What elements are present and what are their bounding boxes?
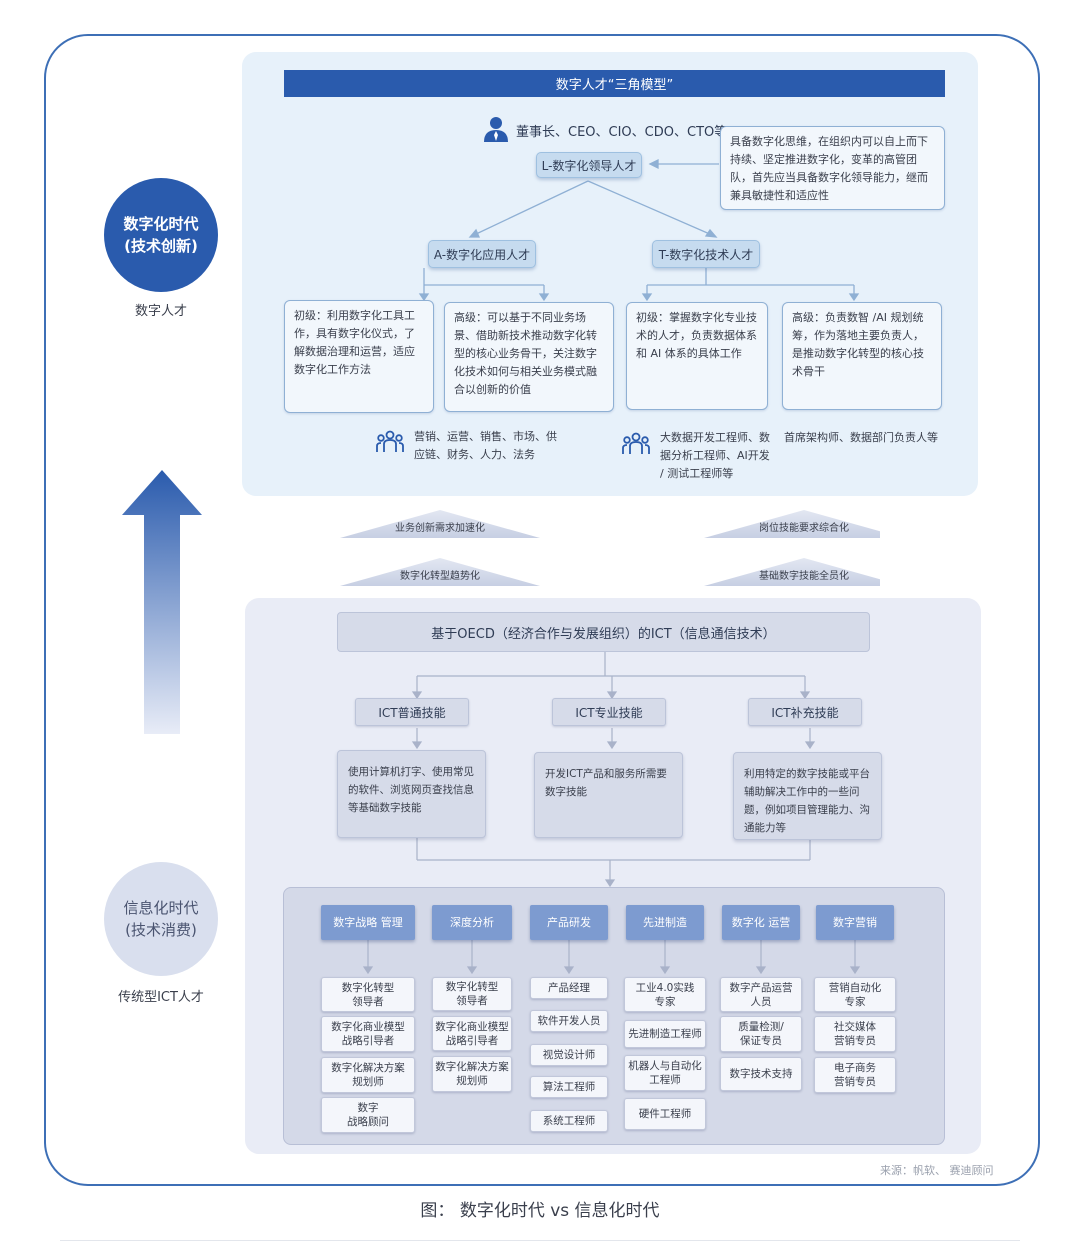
app-role-box: A-数字化应用人才: [428, 240, 536, 268]
executives-text: 董事长、CEO、CIO、CDO、CTO等: [516, 125, 728, 140]
job-box: 视觉设计师: [530, 1044, 608, 1066]
era-digital-line2: (技术创新): [124, 237, 198, 255]
era-info-circle: 信息化时代 (技术消费): [104, 862, 218, 976]
job-box: 数字化商业模型 战略引导者: [432, 1016, 512, 1051]
ict-general-desc: 使用计算机打字、使用常见的软件、浏览网页查找信息等基础数字技能: [337, 750, 486, 838]
job-box: 工业4.0实践 专家: [624, 977, 706, 1012]
job-box: 先进制造工程师: [624, 1020, 706, 1048]
job-box: 机器人与自动化 工程师: [624, 1055, 706, 1091]
ict-supplementary-head: ICT补充技能: [748, 698, 862, 726]
category-head: 深度分析: [432, 905, 512, 940]
era-info-line1: 信息化时代: [123, 899, 199, 917]
era-info-label: 传统型ICT人才: [118, 990, 204, 1005]
category-head: 数字营销: [816, 905, 894, 940]
leader-role-box: L-数字化领导人才: [536, 152, 642, 178]
app-senior-box: 高级：可以基于不同业务场景、借助新技术推动数字化转型的核心业务骨干，关注数字化技…: [444, 302, 614, 412]
job-box: 系统工程师: [530, 1110, 608, 1132]
job-box: 算法工程师: [530, 1076, 608, 1098]
tech-people-text: 大数据开发工程师、数据分析工程师、AI开发 / 测试工程师等: [660, 431, 770, 480]
job-box: 数字化解决方案 规划师: [432, 1056, 512, 1092]
ict-general-head: ICT普通技能: [355, 698, 469, 726]
people-icon: [376, 430, 404, 452]
category-head: 数字战略 管理: [321, 905, 415, 940]
category-head: 先进制造: [626, 905, 704, 940]
job-box: 数字产品运营 人员: [720, 977, 802, 1012]
category-head: 数字化 运营: [722, 905, 800, 940]
driver-right-bottom: 基础数字技能全员化: [759, 571, 849, 582]
category-head: 产品研发: [530, 905, 608, 940]
ict-supplementary-desc: 利用特定的数字技能或平台辅助解决工作中的一些问题，例如项目管理能力、沟通能力等: [733, 752, 882, 840]
job-connectors: [362, 940, 861, 975]
triangle-model-title: 数字人才“三角模型”: [284, 70, 945, 97]
job-box: 产品经理: [530, 977, 608, 999]
job-box: 软件开发人员: [530, 1010, 608, 1032]
figure-caption: 图： 数字化时代 vs 信息化时代: [420, 1201, 660, 1221]
era-digital-label: 数字人才: [134, 304, 187, 319]
app-junior-box: 初级：利用数字化工具工作，具有数字化仪式，了解数据治理和运营，适应数字化工作方法: [284, 300, 434, 413]
driver-left-top: 业务创新需求加速化: [395, 523, 485, 534]
job-box: 数字化商业模型 战略引导者: [321, 1016, 415, 1052]
job-box: 数字 战略顾问: [321, 1097, 415, 1133]
job-box: 电子商务 营销专员: [814, 1057, 896, 1093]
job-box: 质量检测/ 保证专员: [720, 1016, 802, 1052]
job-box: 数字化解决方案 规划师: [321, 1057, 415, 1093]
person-icon: [484, 117, 508, 142]
job-box: 数字化转型 领导者: [432, 977, 512, 1011]
people-icon: [622, 432, 650, 454]
driver-left-bottom: 数字化转型趋势化: [400, 571, 480, 582]
job-box: 营销自动化 专家: [814, 977, 896, 1012]
ict-professional-head: ICT专业技能: [552, 698, 666, 726]
up-arrow: [122, 470, 202, 734]
driver-chevrons: [340, 510, 880, 586]
ict-title: 基于OECD（经济合作与发展组织）的ICT（信息通信技术）: [337, 612, 870, 652]
ict-professional-desc: 开发ICT产品和服务所需要数字技能: [534, 752, 683, 838]
triangle-connectors: [418, 158, 860, 302]
driver-right-top: 岗位技能要求综合化: [759, 523, 849, 534]
tech-junior-box: 初级：掌握数字化专业技术的人才，负责数据体系和 AI 体系的具体工作: [626, 302, 768, 410]
tech-senior-box: 高级：负责数智 /AI 规划统筹，作为落地主要负责人，是推动数字化转型的核心技术…: [782, 302, 942, 410]
tech-role-box: T-数字化技术人才: [652, 240, 760, 268]
app-people-text: 营销、运营、销售、市场、供应链、财务、人力、法务: [414, 430, 557, 461]
job-box: 数字化转型 领导者: [321, 977, 415, 1012]
job-box: 硬件工程师: [624, 1098, 706, 1130]
job-box: 数字技术支持: [720, 1057, 802, 1091]
source-text: 来源：帆软、 赛迪顾问: [880, 1164, 994, 1177]
outer-frame: [44, 34, 1040, 1186]
bottom-divider: [60, 1240, 1020, 1241]
leader-description: 具备数字化思维，在组织内可以自上而下持续、坚定推进数字化，变革的高管团队，首先应…: [720, 126, 945, 210]
era-digital-circle: 数字化时代 (技术创新): [104, 178, 218, 292]
ict-connectors: [411, 652, 816, 888]
senior-people-text: 首席架构师、数据部门负责人等: [784, 431, 938, 444]
era-digital-line1: 数字化时代: [123, 215, 199, 233]
job-box: 社交媒体 营销专员: [814, 1016, 896, 1052]
era-info-line2: (技术消费): [125, 921, 197, 939]
